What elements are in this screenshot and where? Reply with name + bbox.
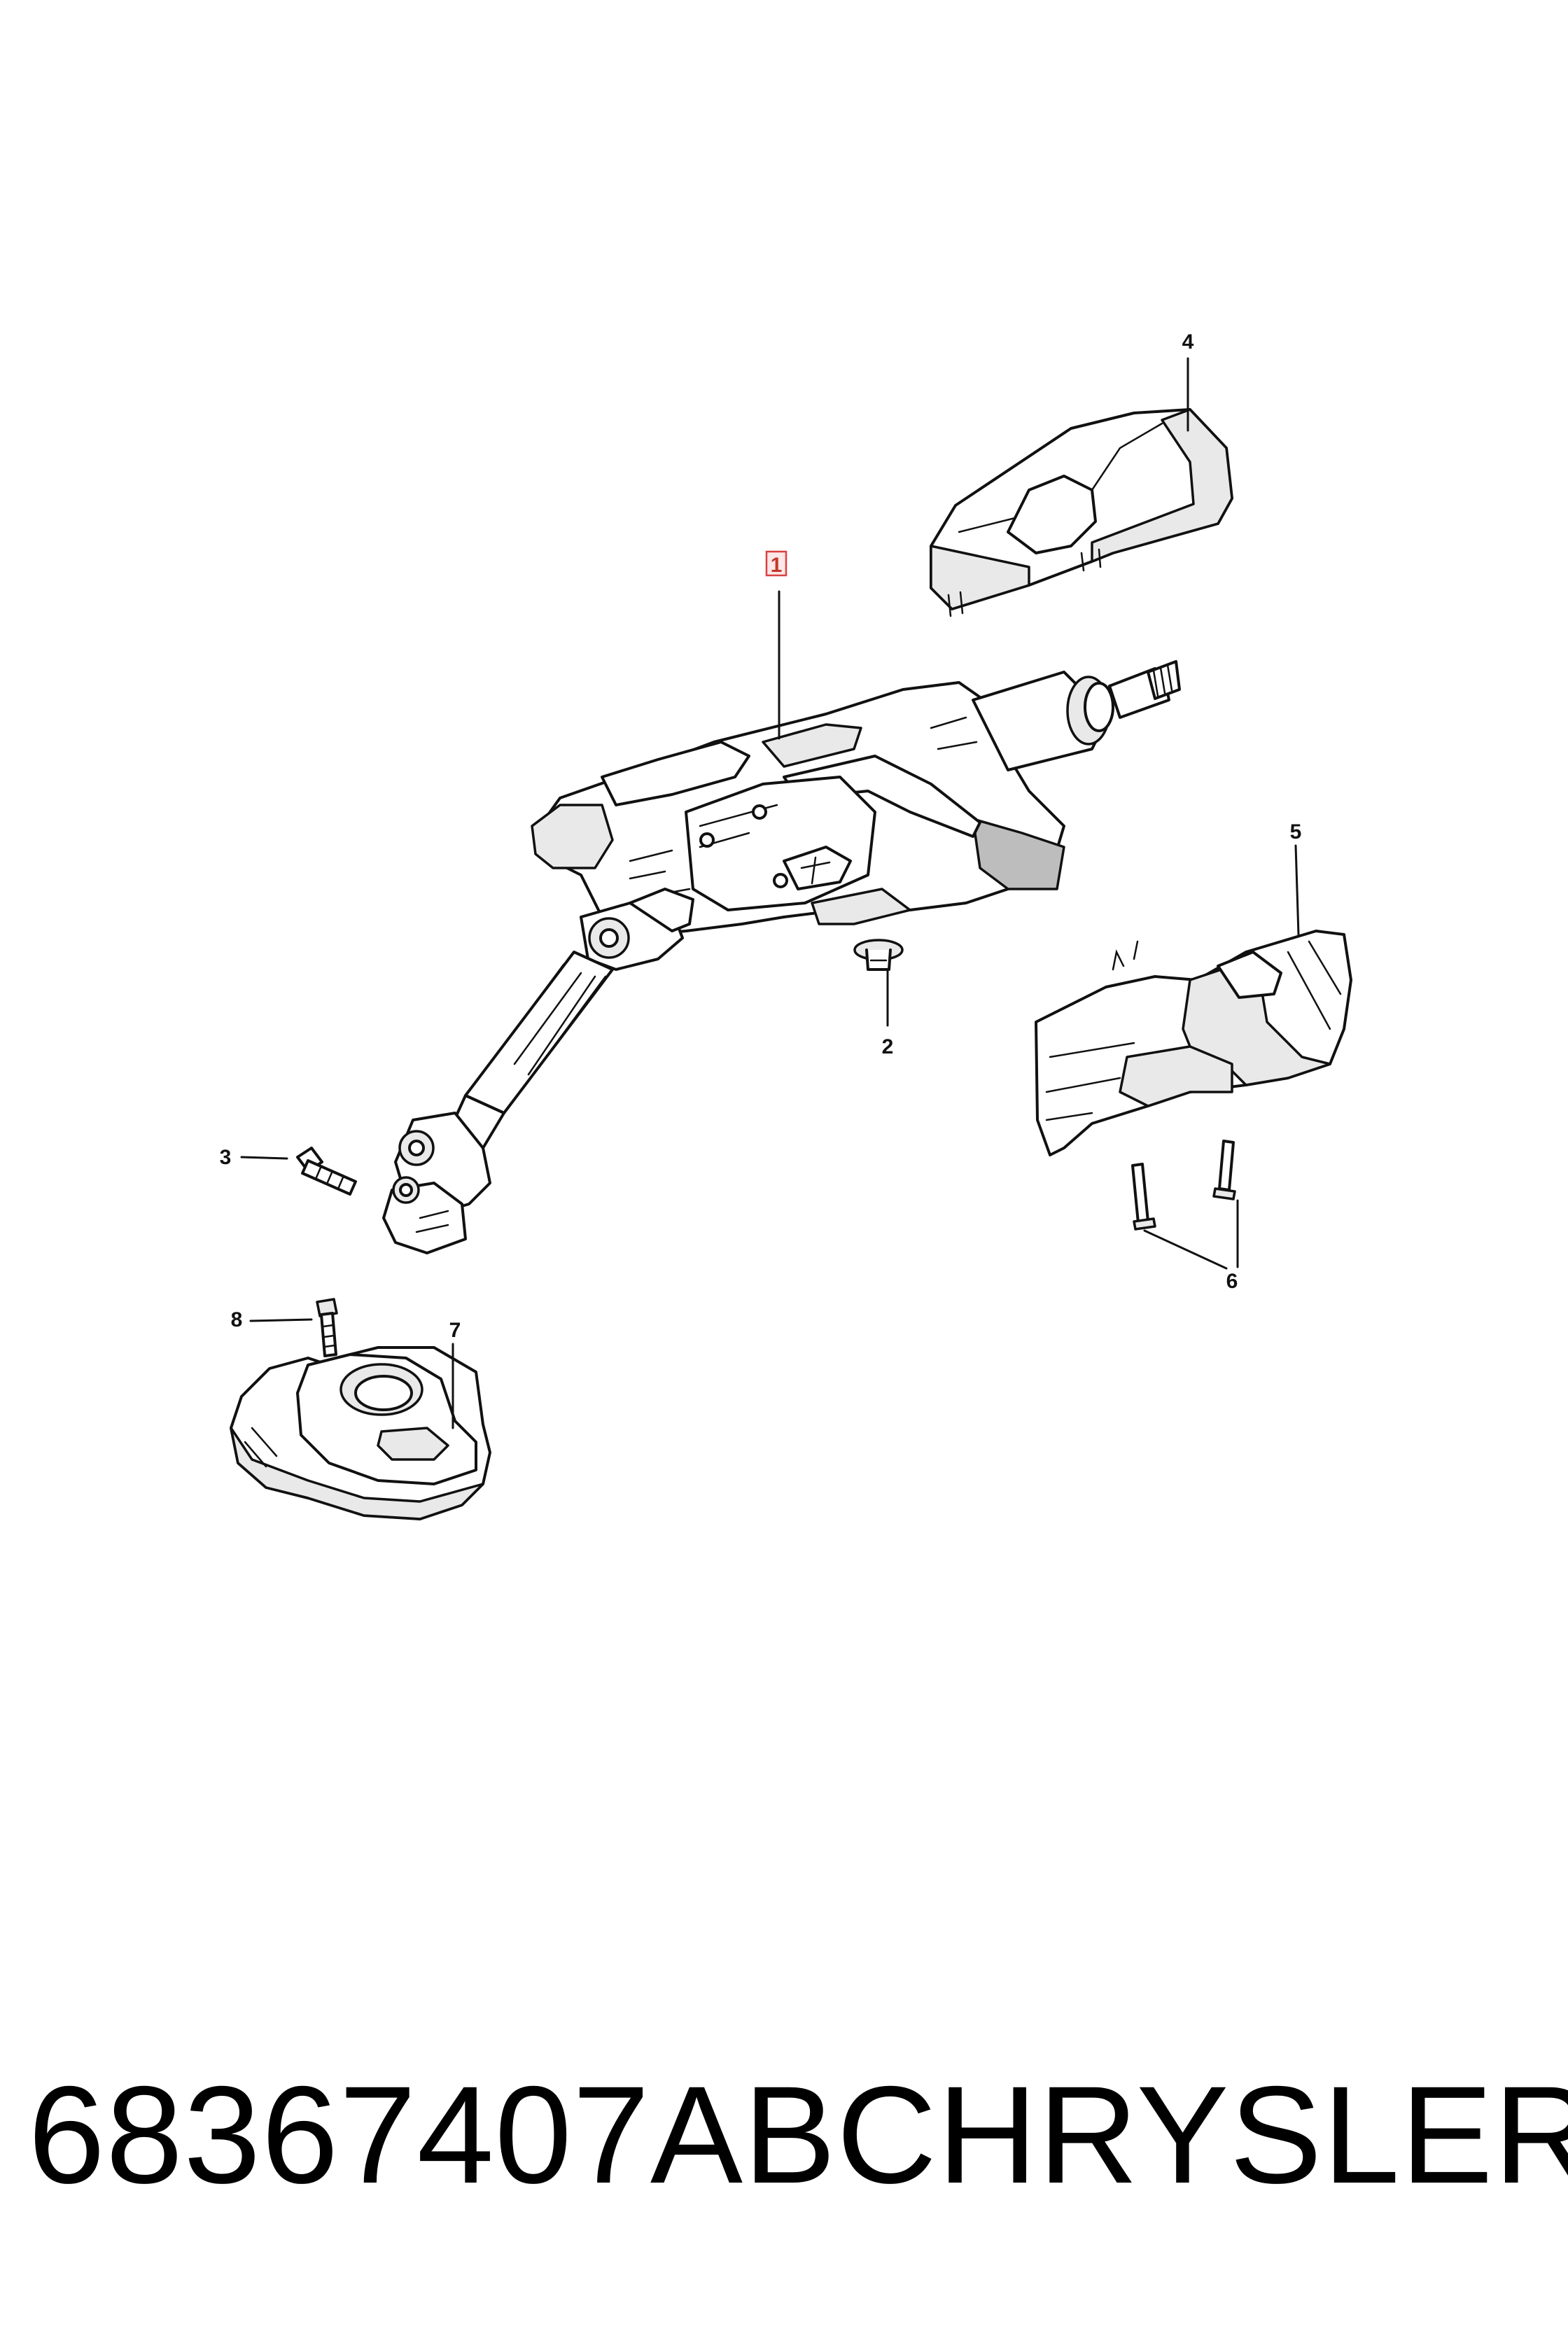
clip-part-2 bbox=[853, 939, 904, 971]
callout-1-highlight bbox=[765, 550, 788, 577]
bolt-part-8 bbox=[316, 1298, 338, 1357]
caption: 68367407AB CHRYSLER bbox=[28, 2054, 1568, 2216]
callout-2: 2 bbox=[882, 1035, 894, 1058]
leader-6a bbox=[1143, 1229, 1228, 1270]
callout-4: 4 bbox=[1182, 330, 1194, 354]
leader-lines bbox=[240, 357, 1300, 1429]
callout-7: 7 bbox=[449, 1319, 461, 1342]
screws-part-6 bbox=[1131, 1140, 1236, 1231]
callout-labels: 1 2 3 4 5 6 7 8 bbox=[220, 330, 1302, 1342]
steering-column-part-1 bbox=[382, 660, 1181, 1254]
callout-5: 5 bbox=[1290, 820, 1302, 844]
callout-3: 3 bbox=[220, 1146, 232, 1169]
callout-6: 6 bbox=[1226, 1270, 1238, 1293]
leader-3 bbox=[240, 1156, 288, 1160]
callout-8: 8 bbox=[231, 1308, 243, 1331]
callout-1: 1 bbox=[771, 554, 783, 577]
lower-shroud-part-5 bbox=[1035, 930, 1352, 1156]
upper-shroud-part-4 bbox=[930, 408, 1233, 617]
leader-5 bbox=[1294, 844, 1300, 936]
boot-part-7 bbox=[230, 1346, 491, 1520]
brand-name: CHRYSLER bbox=[836, 2057, 1568, 2212]
part-number: 68367407AB bbox=[28, 2057, 837, 2212]
leader-8 bbox=[249, 1318, 313, 1322]
bolt-part-3 bbox=[296, 1147, 357, 1196]
